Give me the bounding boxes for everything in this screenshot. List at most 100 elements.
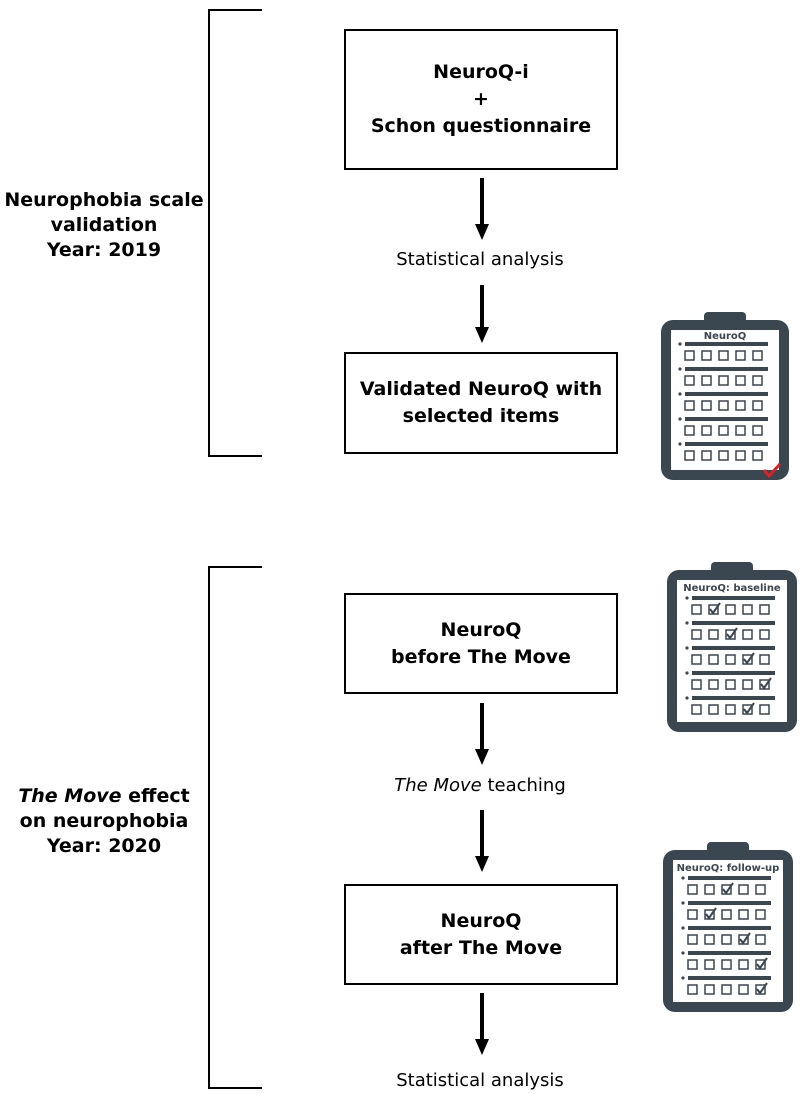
box-line: NeuroQ-i xyxy=(433,61,529,83)
checkmark-icon xyxy=(739,932,751,945)
label-rest: effect xyxy=(121,785,190,807)
checkbox-icon xyxy=(752,450,763,461)
arrow-down xyxy=(472,993,492,1055)
section-1-label-line: Neurophobia scale xyxy=(4,189,204,211)
checkbox-icon xyxy=(738,959,749,970)
box-line: + xyxy=(473,88,489,110)
section-1-label: Neurophobia scale validation Year: 2019 xyxy=(4,188,204,263)
step-rest: teaching xyxy=(481,775,566,796)
checkbox-icon xyxy=(718,400,729,411)
bullet-dot xyxy=(678,417,682,421)
checkbox-icon xyxy=(721,909,732,920)
question-bar xyxy=(688,876,771,880)
checkbox-icon xyxy=(752,400,763,411)
question-bar xyxy=(692,621,775,625)
question-bar xyxy=(688,901,771,905)
arrow-down xyxy=(472,703,492,765)
checkmark-icon xyxy=(762,462,782,479)
box-line: NeuroQ xyxy=(440,909,522,932)
question-bar xyxy=(688,926,771,930)
checkbox-icon xyxy=(691,654,702,665)
bracket-section-1 xyxy=(208,9,262,457)
checkmark-icon xyxy=(743,702,755,715)
question-bar xyxy=(685,392,768,396)
checkbox-icon xyxy=(725,679,736,690)
question-bar xyxy=(685,367,768,371)
clipboard-title: NeuroQ xyxy=(704,331,747,342)
bullet-dot xyxy=(681,901,685,905)
box-neuroq-before: NeuroQ before The Move xyxy=(344,593,618,694)
checkbox-icon xyxy=(684,425,695,436)
bullet-dot xyxy=(685,596,689,600)
checkbox-icon xyxy=(725,604,736,615)
arrow-down xyxy=(472,285,492,343)
checkmark-icon xyxy=(709,602,721,615)
section-2-label-line: on neurophobia xyxy=(19,810,189,832)
checkbox-icon xyxy=(738,884,749,895)
checkbox-icon xyxy=(684,450,695,461)
section-1-label-line: validation xyxy=(50,214,158,236)
box-validated-neuroq: Validated NeuroQ with selected items xyxy=(344,352,618,454)
checkbox-icon xyxy=(701,450,712,461)
clipboard-title: NeuroQ: baseline xyxy=(683,583,781,594)
checkbox-icon xyxy=(684,375,695,386)
checkbox-icon xyxy=(742,679,753,690)
question-bar xyxy=(692,646,775,650)
checkbox-icon xyxy=(725,654,736,665)
box-neuroq-after: NeuroQ after The Move xyxy=(344,884,618,985)
bullet-dot xyxy=(685,696,689,700)
question-bar xyxy=(692,671,775,675)
checkbox-icon xyxy=(704,959,715,970)
box-neuroq-i-schon: NeuroQ-i + Schon questionnaire xyxy=(344,29,618,170)
checkbox-icon xyxy=(735,350,746,361)
checkbox-icon xyxy=(684,400,695,411)
checkbox-icon xyxy=(759,604,770,615)
step-statistical-analysis: Statistical analysis xyxy=(396,249,564,270)
checkbox-icon xyxy=(735,450,746,461)
checkbox-icon xyxy=(759,629,770,640)
section-2-label: The Move effect on neurophobia Year: 202… xyxy=(4,784,204,859)
bullet-dot xyxy=(678,442,682,446)
checkbox-icon xyxy=(691,629,702,640)
step-emphasis: The Move xyxy=(394,775,482,796)
checkmark-icon xyxy=(760,677,772,690)
checkbox-icon xyxy=(691,604,702,615)
checkbox-icon xyxy=(718,350,729,361)
checkbox-icon xyxy=(701,400,712,411)
label-emphasis: The Move xyxy=(18,785,122,807)
checkmark-icon xyxy=(705,907,717,920)
checkbox-icon xyxy=(708,679,719,690)
checkbox-icon xyxy=(701,350,712,361)
checkbox-icon xyxy=(704,984,715,995)
checkbox-icon xyxy=(735,425,746,436)
checkbox-icon xyxy=(708,654,719,665)
question-bar xyxy=(688,951,771,955)
checkbox-icon xyxy=(687,909,698,920)
checkbox-icon xyxy=(691,704,702,715)
checkbox-icon xyxy=(755,884,766,895)
bullet-dot xyxy=(681,926,685,930)
checkbox-icon xyxy=(718,425,729,436)
checkmark-icon xyxy=(756,957,768,970)
checkmark-icon xyxy=(756,982,768,995)
checkbox-icon xyxy=(759,654,770,665)
checkmark-icon xyxy=(743,652,755,665)
checkbox-icon xyxy=(718,450,729,461)
checkbox-icon xyxy=(687,884,698,895)
checkbox-icon xyxy=(708,629,719,640)
checkbox-icon xyxy=(738,909,749,920)
clipboard-icon: NeuroQ: baseline xyxy=(667,562,797,732)
box-line: NeuroQ xyxy=(440,618,522,641)
arrow-down xyxy=(472,810,492,872)
bullet-dot xyxy=(678,342,682,346)
bullet-dot xyxy=(685,646,689,650)
checkbox-icon xyxy=(721,934,732,945)
checkbox-icon xyxy=(704,884,715,895)
checkbox-icon xyxy=(684,350,695,361)
checkbox-icon xyxy=(742,604,753,615)
question-bar xyxy=(688,976,771,980)
checkbox-icon xyxy=(759,704,770,715)
bullet-dot xyxy=(678,367,682,371)
question-bar xyxy=(685,442,768,446)
question-bar xyxy=(692,596,775,600)
